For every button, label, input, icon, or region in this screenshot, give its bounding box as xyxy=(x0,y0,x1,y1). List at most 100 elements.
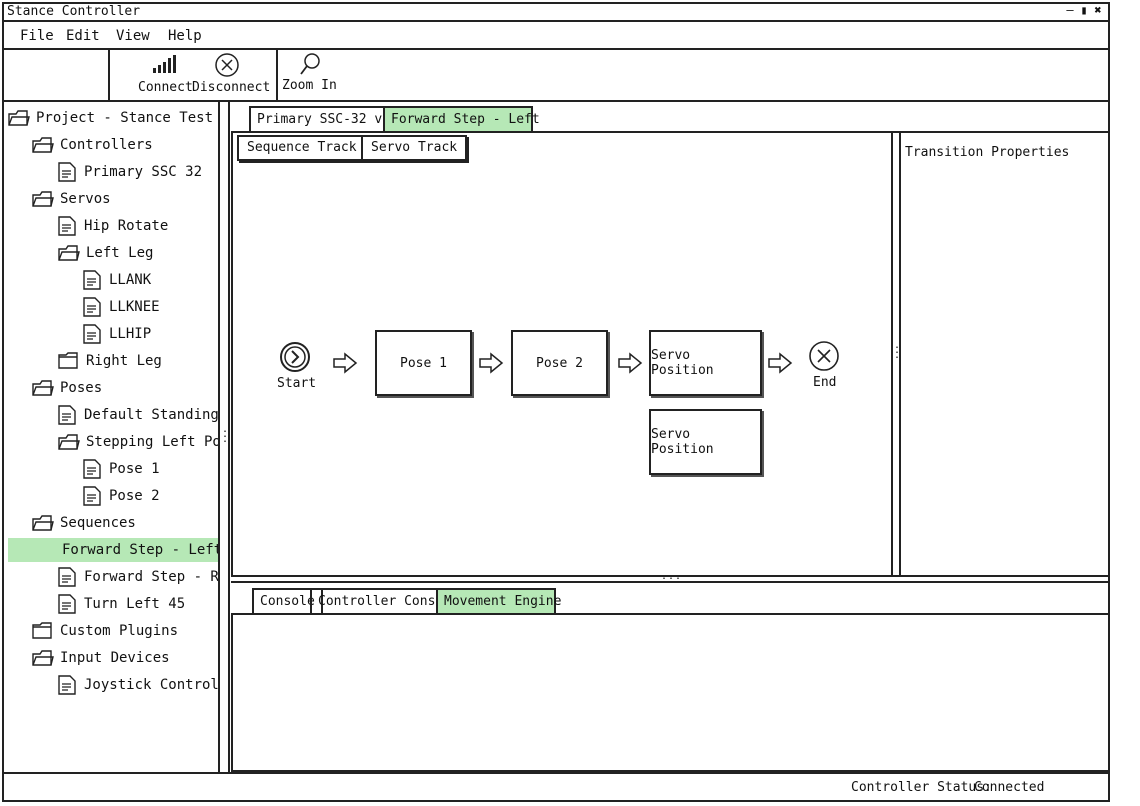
menu-help[interactable]: Help xyxy=(168,28,202,44)
tree-item-forward-step-right[interactable]: Forward Step - Right xyxy=(56,565,218,589)
tree-label: LLKNEE xyxy=(109,299,160,315)
tree-item-stepping-left-poses[interactable]: Stepping Left Poses xyxy=(58,430,220,454)
toolbar-divider xyxy=(108,50,110,100)
tree-item-hip-rotate[interactable]: Hip Rotate xyxy=(56,214,168,238)
tree-item-llank[interactable]: LLANK xyxy=(81,268,151,292)
splitter-grip-icon: ... xyxy=(894,340,901,361)
toolbar-divider xyxy=(276,50,278,100)
document-icon xyxy=(58,567,76,587)
folder-open-icon xyxy=(32,650,54,666)
sequence-track-button[interactable]: Sequence Track xyxy=(237,135,367,161)
tree-item-llknee[interactable]: LLKNEE xyxy=(81,295,160,319)
folder-open-icon xyxy=(32,515,54,531)
console-area xyxy=(231,613,1110,772)
flow-node-servo-position-1[interactable]: Servo Position xyxy=(649,330,762,396)
tree-label: Pose 1 xyxy=(109,461,160,477)
tree-item-forward-step-left[interactable]: Forward Step - Left xyxy=(8,538,218,562)
menu-bar: File Edit View Help xyxy=(2,24,1110,50)
tree-item-controllers[interactable]: Controllers xyxy=(32,133,153,157)
arrow-icon xyxy=(333,352,358,374)
splitter-grip-icon: ... xyxy=(661,571,683,582)
document-icon xyxy=(58,594,76,614)
flow-node-pose-2[interactable]: Pose 2 xyxy=(511,330,608,396)
title-bar: Stance Controller – ▮ ✖ xyxy=(2,2,1110,22)
folder-open-icon xyxy=(58,245,80,261)
tree-item-primary-ssc[interactable]: Primary SSC 32 xyxy=(56,160,202,184)
tree-item-llhip[interactable]: LLHIP xyxy=(81,322,151,346)
tree-label: LLANK xyxy=(109,272,152,288)
status-label: Controller Status: xyxy=(851,780,992,795)
tree-item-sequences[interactable]: Sequences xyxy=(32,511,136,535)
document-icon xyxy=(58,162,76,182)
horizontal-splitter[interactable]: ... xyxy=(231,571,1110,583)
document-icon xyxy=(83,297,101,317)
properties-title: Transition Properties xyxy=(905,145,1070,160)
tree-item-servos[interactable]: Servos xyxy=(32,187,111,211)
tree-item-default-standing[interactable]: Default Standing xyxy=(56,403,218,427)
tree-item-joystick-controller[interactable]: Joystick Controller xyxy=(56,673,219,697)
maximize-icon[interactable]: ▮ xyxy=(1080,3,1088,17)
tree-label: LLHIP xyxy=(109,326,152,342)
tree-label: Hip Rotate xyxy=(84,218,169,234)
project-tree-panel: Project - Stance Test 1 Controllers Prim… xyxy=(2,102,220,772)
disconnect-label: Disconnect xyxy=(192,80,271,95)
window-title: Stance Controller xyxy=(7,4,141,19)
disconnect-button[interactable]: Disconnect xyxy=(192,52,272,98)
document-icon xyxy=(83,324,101,344)
tree-item-right-leg[interactable]: Right Leg xyxy=(58,349,162,373)
tree-item-pose-1[interactable]: Pose 1 xyxy=(81,457,160,481)
tree-label: Joystick Controller xyxy=(84,677,219,693)
end-label: End xyxy=(813,375,837,390)
folder-open-icon xyxy=(32,191,54,207)
tree-label: Turn Left 45 xyxy=(84,596,186,612)
servo-track-button[interactable]: Servo Track xyxy=(361,135,468,161)
tree-label: Servos xyxy=(60,191,111,207)
folder-open-icon xyxy=(8,110,30,126)
menu-view[interactable]: View xyxy=(116,28,150,44)
tree-item-input-devices[interactable]: Input Devices xyxy=(32,646,170,670)
zoom-in-label: Zoom In xyxy=(282,78,337,93)
tree-item-poses[interactable]: Poses xyxy=(32,376,102,400)
signal-icon xyxy=(153,55,176,73)
arrow-icon xyxy=(618,352,643,374)
node-label: Servo Position xyxy=(651,348,714,378)
close-icon[interactable]: ✖ xyxy=(1094,3,1102,17)
tab-forward-step-left[interactable]: Forward Step - Left xyxy=(383,106,540,132)
flow-node-pose-1[interactable]: Pose 1 xyxy=(375,330,472,396)
menu-edit[interactable]: Edit xyxy=(66,28,100,44)
node-label: Pose 2 xyxy=(536,355,583,371)
menu-file[interactable]: File xyxy=(20,28,54,44)
folder-open-icon xyxy=(32,137,54,153)
tree-item-project[interactable]: Project - Stance Test 1 xyxy=(8,106,218,130)
tree-item-left-leg[interactable]: Left Leg xyxy=(58,241,153,265)
vertical-splitter[interactable]: ... xyxy=(220,102,230,772)
tab-movement-engine[interactable]: Movement Engine xyxy=(436,588,561,614)
node-label: Servo Position xyxy=(651,427,714,457)
tree-label: Custom Plugins xyxy=(60,623,179,639)
tree-label: Stepping Left Poses xyxy=(86,434,220,450)
status-value: Connected xyxy=(974,780,1045,795)
tree-label: Right Leg xyxy=(86,353,162,369)
end-icon[interactable] xyxy=(808,340,840,372)
flow-node-servo-position-2[interactable]: Servo Position xyxy=(649,409,762,475)
toolbar: Connect Disconnect Zoom In xyxy=(2,50,1110,102)
properties-splitter[interactable]: ... xyxy=(891,133,901,575)
minimize-icon[interactable]: – xyxy=(1066,3,1074,17)
editor-area: ... Transition Properties xyxy=(231,131,1110,577)
document-icon xyxy=(58,675,76,695)
tree-label: Input Devices xyxy=(60,650,170,666)
document-icon xyxy=(58,405,76,425)
tree-item-pose-2[interactable]: Pose 2 xyxy=(81,484,160,508)
tree-item-custom-plugins[interactable]: Custom Plugins xyxy=(32,619,178,643)
tab-console[interactable]: Console xyxy=(252,588,323,614)
folder-open-icon xyxy=(58,434,80,450)
tab-primary-ssc[interactable]: Primary SSC-32 v2 xyxy=(249,106,399,132)
tree-label: Left Leg xyxy=(86,245,154,261)
tree-item-turn-left-45[interactable]: Turn Left 45 xyxy=(56,592,185,616)
tree-label: Sequences xyxy=(60,515,136,531)
status-bar: Controller Status: Connected xyxy=(2,772,1110,802)
connect-button[interactable]: Connect xyxy=(134,52,193,98)
zoom-in-button[interactable]: Zoom In xyxy=(280,52,340,98)
document-icon xyxy=(58,216,76,236)
start-icon[interactable] xyxy=(279,341,311,373)
